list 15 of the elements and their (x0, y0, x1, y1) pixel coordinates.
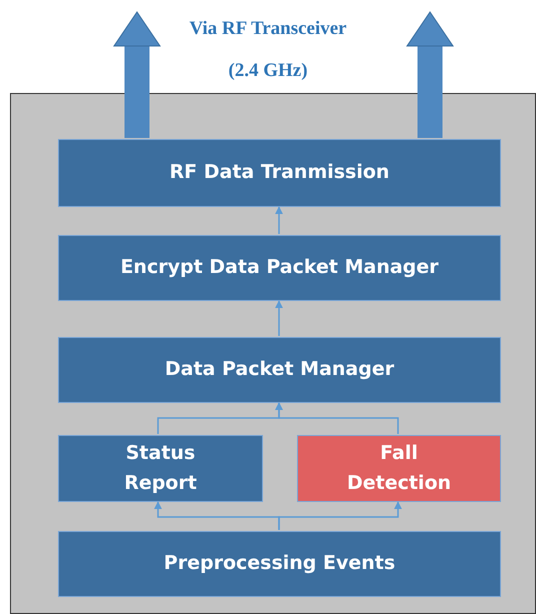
process-box: Preprocessing Events (58, 531, 501, 597)
caption-text: (2.4 GHz) (228, 60, 308, 81)
arrow (275, 402, 399, 434)
process-box: Fall Detection (297, 435, 501, 502)
block-arrow (406, 12, 454, 138)
process-box: Encrypt Data Packet Manager (58, 235, 501, 301)
arrow (275, 300, 283, 336)
block-arrow (114, 12, 160, 138)
process-box: Status Report (58, 435, 263, 502)
process-box: Data Packet Manager (58, 337, 501, 403)
arrow (275, 206, 283, 234)
process-box: RF Data Tranmission (58, 139, 501, 207)
panel (10, 93, 536, 614)
arrow (278, 501, 402, 530)
caption-text: Via RF Transceiver (189, 18, 347, 39)
